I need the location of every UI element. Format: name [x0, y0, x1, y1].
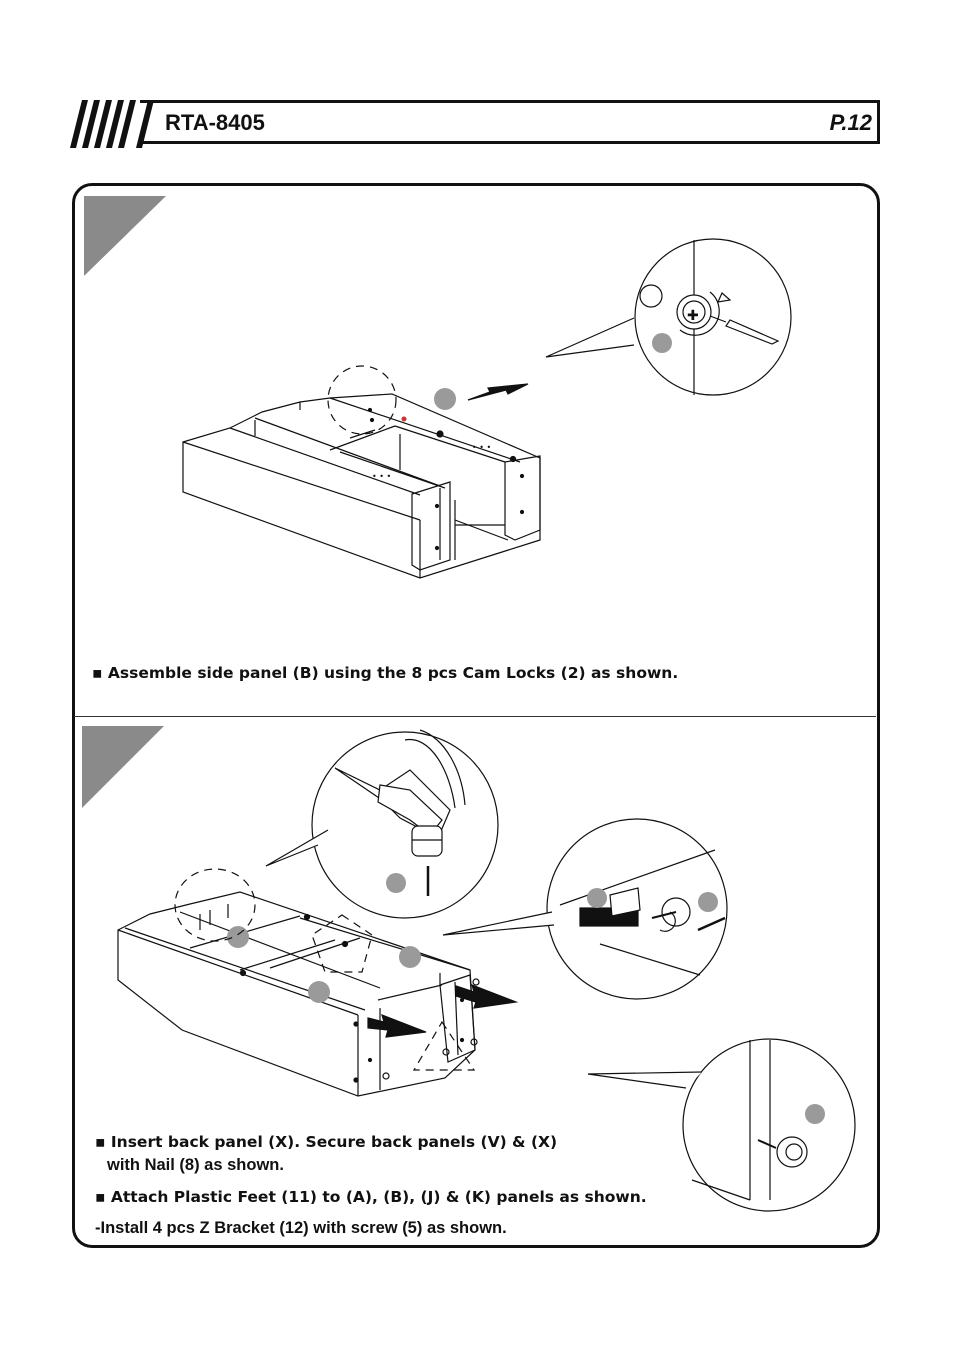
page-number: P.12	[829, 110, 872, 135]
step2-bracket-detail-marker	[311, 914, 373, 973]
svg-text:• • •: • • •	[372, 472, 391, 481]
model-number: RTA-8405	[165, 110, 265, 135]
step2-instruction-feet: ▪ Attach Plastic Feet (11) to (A), (B), …	[95, 1188, 647, 1206]
step2-feet-detail-marker	[412, 1020, 476, 1071]
step2-bracket-zoom	[442, 818, 728, 1000]
step2-cabinet-drawing	[117, 891, 480, 1097]
svg-text:✚: ✚	[687, 308, 699, 324]
step1-marker	[84, 196, 166, 276]
step2-marker	[82, 726, 164, 808]
step1-detail-marker	[327, 365, 397, 435]
header-bar	[140, 100, 880, 144]
step2-instruction-bracket: -Install 4 pcs Z Bracket (12) with screw…	[95, 1219, 507, 1237]
step2-hammer-zoom	[265, 729, 499, 919]
step2-arrow-right-icon	[455, 984, 519, 1009]
step2-nail-detail-marker	[174, 868, 256, 942]
step2-arrow-left-icon	[367, 1014, 427, 1038]
svg-text:• • •: • • •	[472, 443, 491, 452]
step1-cam-lock-zoom: ✚	[545, 238, 792, 396]
step1-arrow-icon	[467, 383, 529, 401]
callout-dot	[434, 388, 456, 410]
step2-plastic-feet-zoom	[587, 1038, 856, 1212]
step2-instruction-back-panel: ▪ Insert back panel (X). Secure back pan…	[95, 1133, 558, 1151]
step1-instruction: ▪ Assemble side panel (B) using the 8 pc…	[92, 664, 679, 682]
step-divider	[74, 716, 876, 717]
step1-cabinet-drawing: • • • • • •	[182, 393, 541, 579]
step2-instruction-nail: with Nail (8) as shown.	[107, 1156, 284, 1174]
instruction-frame	[72, 183, 880, 1248]
header-stripes-logo	[70, 100, 154, 148]
